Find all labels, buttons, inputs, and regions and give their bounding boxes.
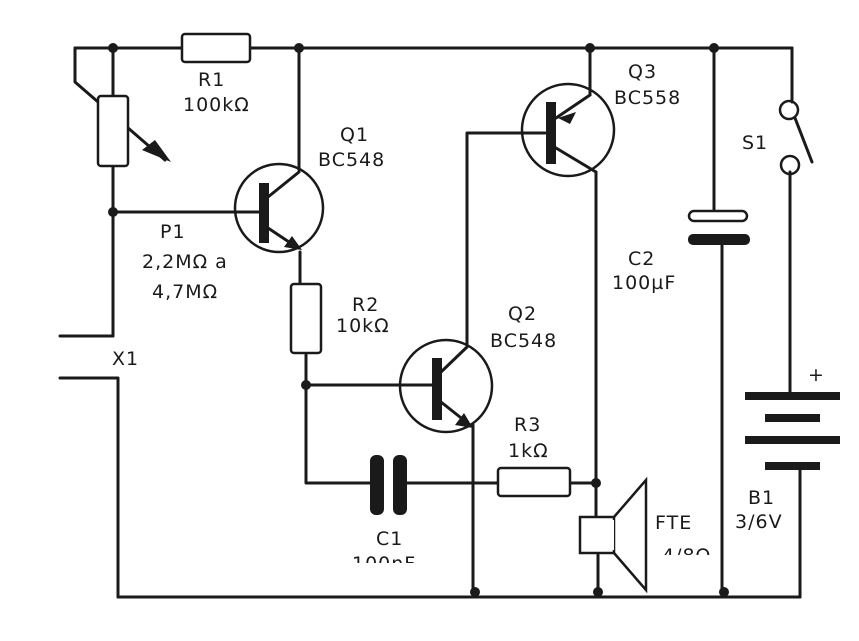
c2-value-label: 100µF xyxy=(612,272,676,294)
q2-part-label: BC548 xyxy=(490,330,557,352)
p1-value-label-2: 4,7MΩ xyxy=(152,281,218,303)
junction-dot xyxy=(591,478,601,488)
s1-wires xyxy=(788,46,794,394)
p1-ref-label: P1 xyxy=(160,221,186,243)
junction-dots xyxy=(108,43,729,597)
c2-capacitor xyxy=(687,209,750,245)
r3-resistor xyxy=(496,466,572,498)
p1-wiper-wire xyxy=(73,46,167,162)
junction-dot xyxy=(108,43,118,53)
c2-ref-label: C2 xyxy=(628,248,655,270)
fte-speaker xyxy=(578,476,648,594)
q1-ref-label: Q1 xyxy=(340,124,369,146)
p1-value-label-1: 2,2MΩ a xyxy=(142,251,228,273)
junction-dot xyxy=(108,207,118,217)
r2-c1-wire xyxy=(304,351,372,485)
r2-value-label: 10kΩ xyxy=(336,315,390,337)
q2-ref-label: Q2 xyxy=(508,303,537,325)
junction-dot xyxy=(301,380,311,390)
junction-dot xyxy=(719,587,729,597)
s1-switch xyxy=(778,99,814,176)
r1-ref-label: R1 xyxy=(198,69,225,91)
b1-battery xyxy=(745,392,840,470)
junction-dot xyxy=(593,587,603,597)
r1-resistor xyxy=(180,32,252,64)
c1-capacitor xyxy=(370,455,407,515)
c1-ref-label: C1 xyxy=(376,528,403,550)
p1-potentiometer xyxy=(96,94,171,168)
q2-transistor xyxy=(398,338,494,434)
b1-polarity-label: + xyxy=(808,364,825,386)
fte-value-label: 4/8Ω xyxy=(662,545,711,567)
q3-ref-label: Q3 xyxy=(628,61,657,83)
q3-part-label: BC558 xyxy=(614,87,681,109)
junction-dot xyxy=(709,43,719,53)
q1-part-label: BC548 xyxy=(318,149,385,171)
q3-emitter-arrow-icon xyxy=(558,112,576,124)
x1-lower-probe xyxy=(58,376,120,599)
q1-emitter-arrow-icon xyxy=(284,236,302,250)
r3-value-label: 1kΩ xyxy=(508,440,549,462)
junction-dot xyxy=(585,43,595,53)
q2-emitter-arrow-icon xyxy=(455,413,473,428)
fte-ref-label: FTE xyxy=(655,512,692,534)
labels: R1 100kΩ Q1 BC548 P1 2,2MΩ a 4,7MΩ R2 10… xyxy=(112,61,825,550)
q2-collector-wire xyxy=(465,131,547,347)
b1-ref-label: B1 xyxy=(748,487,775,509)
q1-transistor xyxy=(233,162,325,254)
label-mask xyxy=(340,563,450,575)
junction-dot xyxy=(470,587,480,597)
s1-ref-label: S1 xyxy=(742,132,768,154)
r2-ref-label: R2 xyxy=(352,294,379,316)
c1-value-label: 100nF xyxy=(352,553,416,575)
x1-ref-label: X1 xyxy=(112,348,139,370)
r2-resistor xyxy=(289,282,323,355)
r3-ref-label: R3 xyxy=(514,414,541,436)
wires xyxy=(58,46,802,599)
junction-dot xyxy=(294,43,304,53)
c2-wires xyxy=(712,46,724,599)
b1-value-label: 3/6V xyxy=(735,511,783,533)
p1-arrow-icon xyxy=(142,140,171,162)
r1-value-label: 100kΩ xyxy=(183,94,250,116)
q3-transistor xyxy=(520,82,616,178)
